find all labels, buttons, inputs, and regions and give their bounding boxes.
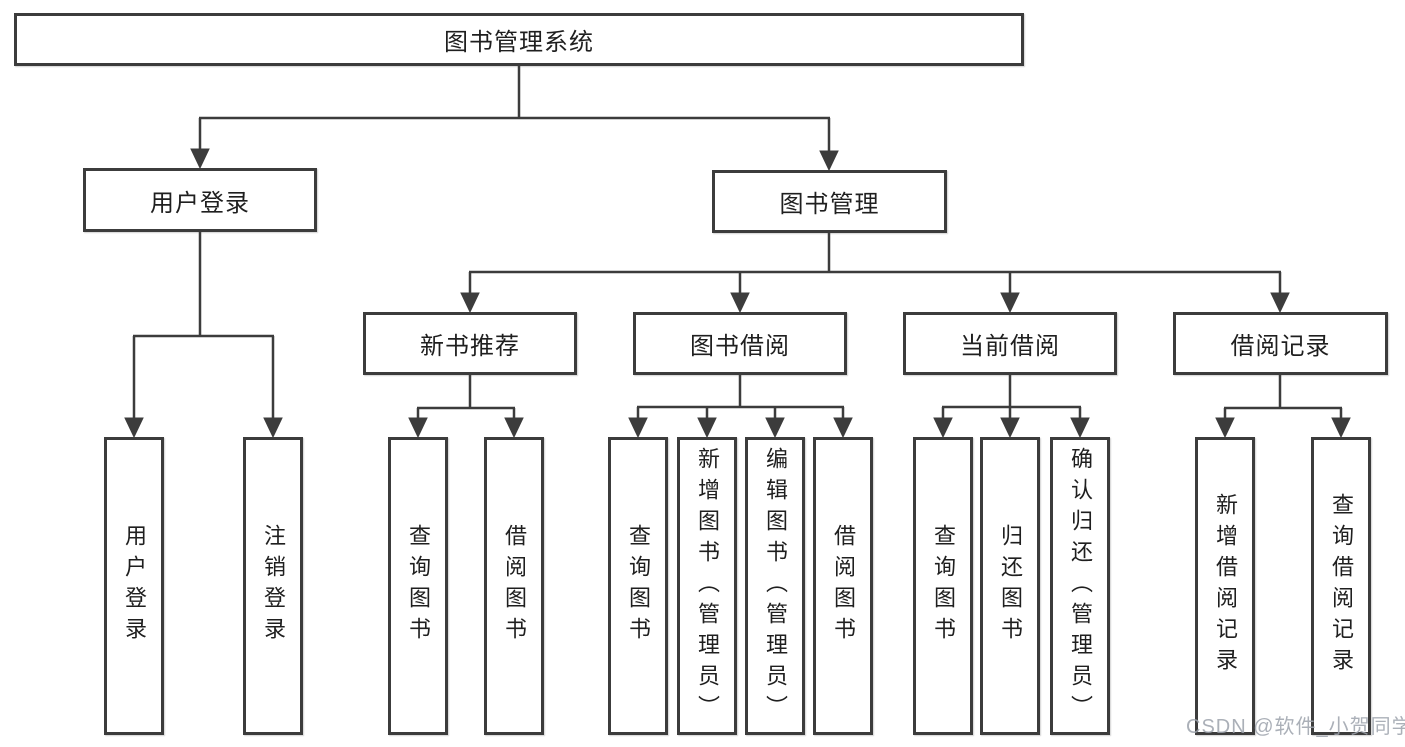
arrowhead [504, 417, 524, 439]
arrowhead [833, 417, 853, 439]
leaf-records-add-record: 新增借阅记录 [1195, 437, 1255, 735]
arrowhead [819, 150, 839, 172]
leaf-recommend-query-books: 查询图书 [388, 437, 448, 735]
leaf-current-query-books: 查询图书 [913, 437, 973, 735]
node-book-management: 图书管理 [712, 170, 947, 233]
arrowhead [263, 417, 283, 439]
node-book-borrowing: 图书借阅 [633, 312, 847, 375]
leaf-current-return-books: 归还图书 [980, 437, 1040, 735]
node-current-borrowing: 当前借阅 [903, 312, 1117, 375]
arrowhead [933, 417, 953, 439]
arrowhead [1070, 417, 1090, 439]
arrowhead [628, 417, 648, 439]
leaf-user-login: 用户登录 [104, 437, 164, 735]
arrowhead [1270, 292, 1290, 314]
node-root: 图书管理系统 [14, 13, 1024, 66]
node-user-login: 用户登录 [83, 168, 317, 232]
node-borrowing-records: 借阅记录 [1173, 312, 1388, 375]
leaf-logout: 注销登录 [243, 437, 303, 735]
leaf-borrowing-query-books: 查询图书 [608, 437, 668, 735]
leaf-recommend-borrow-books: 借阅图书 [484, 437, 544, 735]
arrowhead [765, 417, 785, 439]
arrowhead [1215, 417, 1235, 439]
arrowhead [408, 417, 428, 439]
leaf-borrowing-edit-books-admin: 编辑图书（管理员） [745, 437, 805, 735]
arrowhead [124, 417, 144, 439]
arrowhead [1331, 417, 1351, 439]
arrowhead [190, 148, 210, 170]
watermark: CSDN @软件_小贺同学 [1186, 716, 1405, 738]
arrowhead [1000, 292, 1020, 314]
arrowhead [697, 417, 717, 439]
arrowhead [1000, 417, 1020, 439]
leaf-records-query-record: 查询借阅记录 [1311, 437, 1371, 735]
arrowhead [730, 292, 750, 314]
leaf-current-confirm-return-admin: 确认归还（管理员） [1050, 437, 1110, 735]
node-new-book-recommend: 新书推荐 [363, 312, 577, 375]
leaf-borrowing-add-books-admin: 新增图书（管理员） [677, 437, 737, 735]
arrowhead [460, 292, 480, 314]
leaf-borrowing-borrow-books: 借阅图书 [813, 437, 873, 735]
